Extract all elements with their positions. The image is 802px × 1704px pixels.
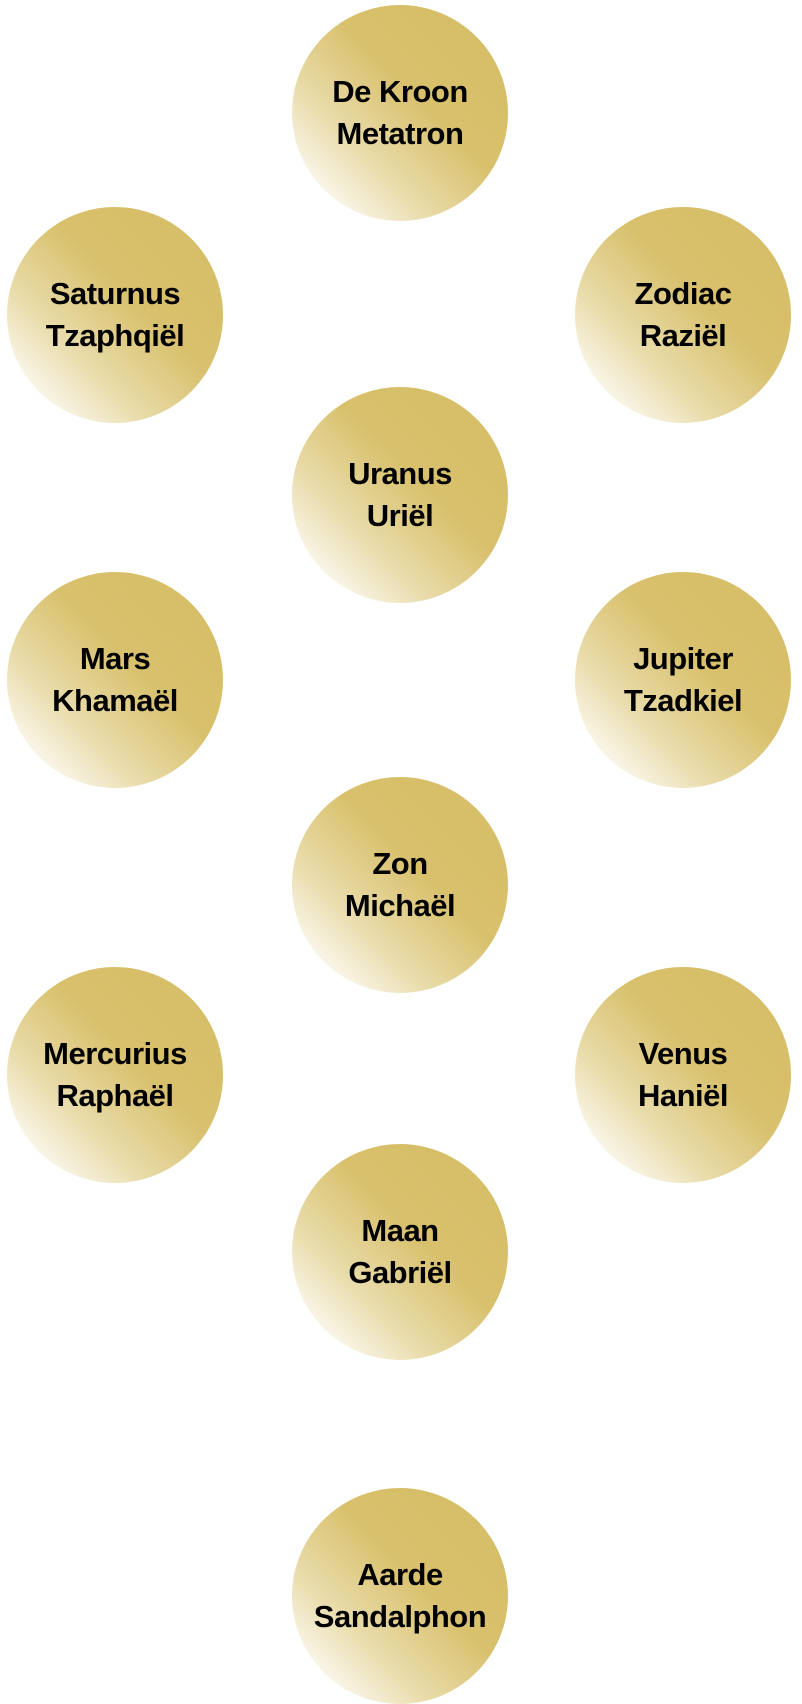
node-angel-label: Metatron	[336, 116, 464, 151]
node-angel-label: Haniël	[637, 1078, 729, 1113]
node-planet-label: Saturnus	[49, 276, 181, 311]
node-angel-label: Sandalphon	[313, 1599, 487, 1634]
node-angel-label: Gabriël	[348, 1255, 452, 1290]
node-angel-label: Khamaël	[52, 683, 178, 718]
node-angel-label: Michaël	[344, 888, 456, 923]
node-planet-label: Mercurius	[43, 1036, 187, 1071]
node-planet-label: Jupiter	[633, 641, 733, 676]
node-planet-label: Mars	[79, 641, 151, 676]
node-planet-label: Zon	[372, 846, 428, 881]
node-planet-label: De Kroon	[332, 74, 468, 109]
node-angel-label: Uriël	[366, 498, 434, 533]
node-angel-label: Tzaphqiël	[45, 318, 185, 353]
node-planet-label: Venus	[638, 1036, 728, 1071]
node-planet-label: Zodiac	[634, 276, 732, 311]
node-planet-label: Aarde	[357, 1557, 443, 1592]
node-angel-label: Raziël	[639, 318, 727, 353]
node-angel-label: Raphaël	[56, 1078, 174, 1113]
node-angel-label: Tzadkiel	[623, 683, 743, 718]
node-planet-label: Maan	[361, 1213, 439, 1248]
node-planet-label: Uranus	[348, 456, 452, 491]
